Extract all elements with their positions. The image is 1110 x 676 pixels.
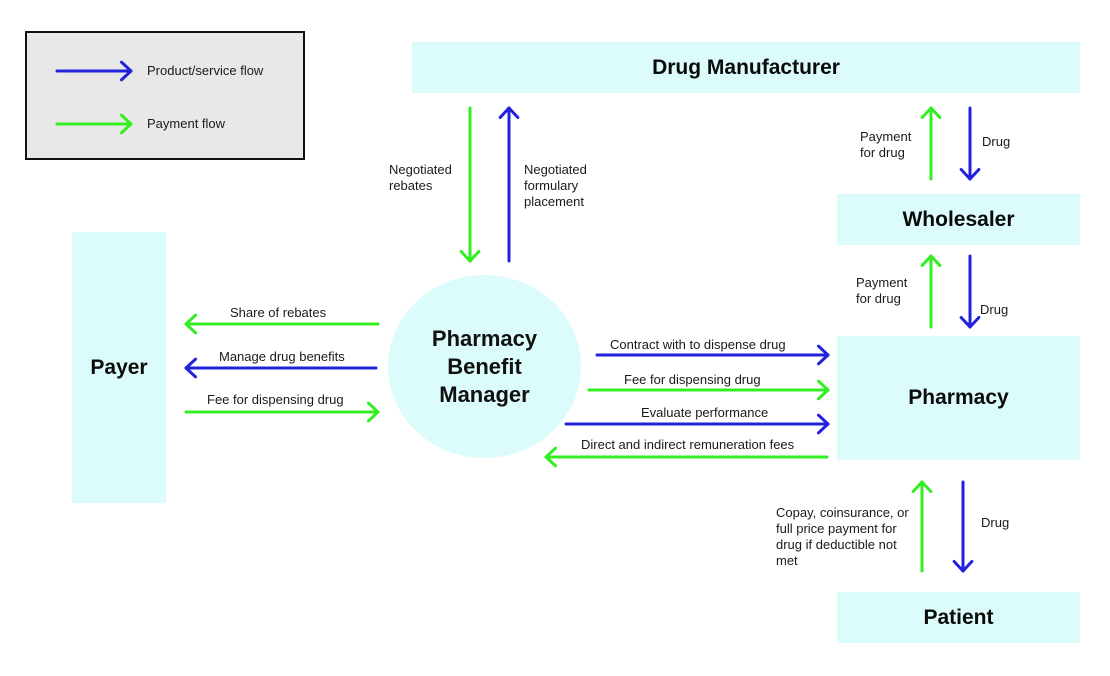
legend-product-arrow [55, 60, 133, 82]
pharmacy-label: Pharmacy [908, 386, 1009, 409]
negotiated-formulary-label: Negotiated formulary placement [524, 162, 587, 209]
pharmacy-node: Pharmacy [837, 336, 1080, 460]
negotiated-rebates-label: Negotiated rebates [389, 162, 452, 193]
patient-drug-arrow [952, 480, 974, 573]
remuneration-fees-arrow [544, 446, 829, 468]
evaluate-performance-label: Evaluate performance [641, 405, 769, 420]
pharmacy-benefit-manager-node: Pharmacy Benefit Manager [388, 275, 581, 458]
pbm-label-line1: Pharmacy [431, 325, 538, 351]
patient-payment-label: Copay, coinsurance, or full price paymen… [776, 505, 909, 568]
patient-label: Patient [923, 605, 994, 629]
patient-payment-arrow [911, 480, 933, 573]
manage-drug-benefits-arrow [184, 357, 378, 379]
legend: Product/service flow Payment flow [25, 31, 305, 160]
pbm-label-line2: Benefit [447, 353, 522, 379]
share-of-rebates-label: Share of rebates [230, 305, 327, 320]
payer-fee-arrow [184, 401, 380, 423]
remuneration-fees-label: Direct and indirect remuneration fees [581, 437, 795, 452]
pbm-fee-label: Fee for dispensing drug [624, 372, 761, 387]
pbm-label-line3: Manager [439, 381, 530, 407]
contract-label: Contract with to dispense drug [610, 337, 786, 352]
patient-node: Patient [837, 592, 1080, 643]
mfr-wholesaler-drug-arrow [959, 106, 981, 181]
payer-node: Payer [72, 232, 166, 503]
mfr-wholesaler-payment-arrow [920, 106, 942, 181]
wholesaler-pharmacy-drug-label: Drug [980, 302, 1009, 317]
wholesaler-label: Wholesaler [902, 207, 1015, 231]
wholesaler-pharmacy-drug-arrow [959, 254, 981, 329]
legend-product-label: Product/service flow [147, 63, 264, 78]
negotiated-rebates-arrow [459, 106, 481, 263]
mfr-wholesaler-drug-label: Drug [982, 134, 1011, 149]
legend-payment-label: Payment flow [147, 116, 226, 131]
drug-manufacturer-node: Drug Manufacturer [412, 42, 1080, 93]
share-of-rebates-arrow [184, 313, 380, 335]
legend-payment-arrow [55, 113, 133, 135]
payer-label: Payer [90, 355, 148, 379]
payer-fee-label: Fee for dispensing drug [207, 392, 344, 407]
wholesaler-node: Wholesaler [837, 194, 1080, 245]
manage-drug-benefits-label: Manage drug benefits [219, 349, 345, 364]
negotiated-formulary-arrow [498, 106, 520, 263]
wholesaler-pharmacy-payment-arrow [920, 254, 942, 329]
contract-arrow [595, 344, 830, 366]
pbm-fee-arrow [587, 379, 830, 401]
drug-manufacturer-label: Drug Manufacturer [652, 55, 840, 79]
wholesaler-pharmacy-payment-label: Payment for drug [856, 275, 908, 306]
patient-drug-label: Drug [981, 515, 1010, 530]
mfr-wholesaler-payment-label: Payment for drug [860, 129, 912, 160]
evaluate-performance-arrow [564, 413, 830, 435]
